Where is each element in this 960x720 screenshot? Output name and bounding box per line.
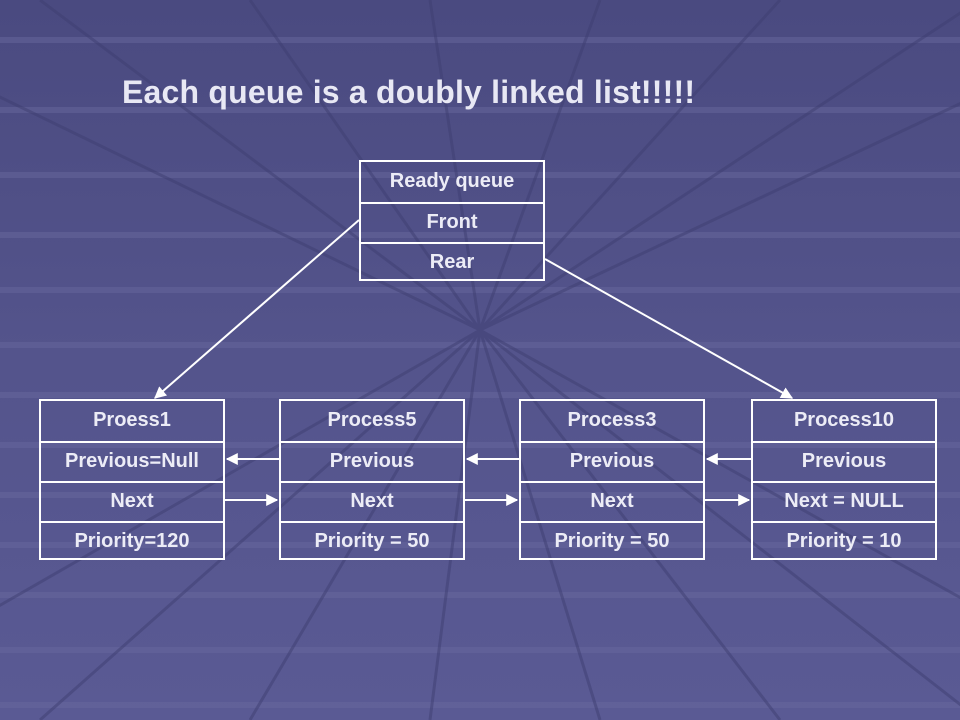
process-priority: Priority = 10 bbox=[753, 521, 935, 561]
ready-queue-header: Ready queue bbox=[389, 170, 515, 192]
process-node: Process3 Previous Next Priority = 50 bbox=[519, 399, 705, 560]
process-name: Proess1 bbox=[93, 409, 171, 431]
process-previous: Previous=Null bbox=[41, 441, 223, 481]
ready-queue-front: Front bbox=[361, 202, 543, 242]
process-previous: Previous bbox=[521, 441, 703, 481]
process-next: Next = NULL bbox=[753, 481, 935, 521]
process-next: Next bbox=[41, 481, 223, 521]
process-next: Next bbox=[521, 481, 703, 521]
process-name: Process10 bbox=[793, 409, 895, 431]
slide-title: Each queue is a doubly linked list!!!!! bbox=[122, 74, 696, 110]
process-name: Process3 bbox=[567, 409, 657, 431]
process-previous: Previous bbox=[753, 441, 935, 481]
process-priority: Priority = 50 bbox=[281, 521, 463, 561]
process-next: Next bbox=[281, 481, 463, 521]
process-node: Proess1 Previous=Null Next Priority=120 bbox=[39, 399, 225, 560]
process-priority: Priority = 50 bbox=[521, 521, 703, 561]
ready-queue-box: Ready queue Front Rear bbox=[359, 160, 545, 281]
process-name: Process5 bbox=[327, 409, 417, 431]
process-node: Process5 Previous Next Priority = 50 bbox=[279, 399, 465, 560]
process-node: Process10 Previous Next = NULL Priority … bbox=[751, 399, 937, 560]
process-previous: Previous bbox=[281, 441, 463, 481]
ready-queue-rear: Rear bbox=[361, 242, 543, 282]
process-priority: Priority=120 bbox=[41, 521, 223, 561]
